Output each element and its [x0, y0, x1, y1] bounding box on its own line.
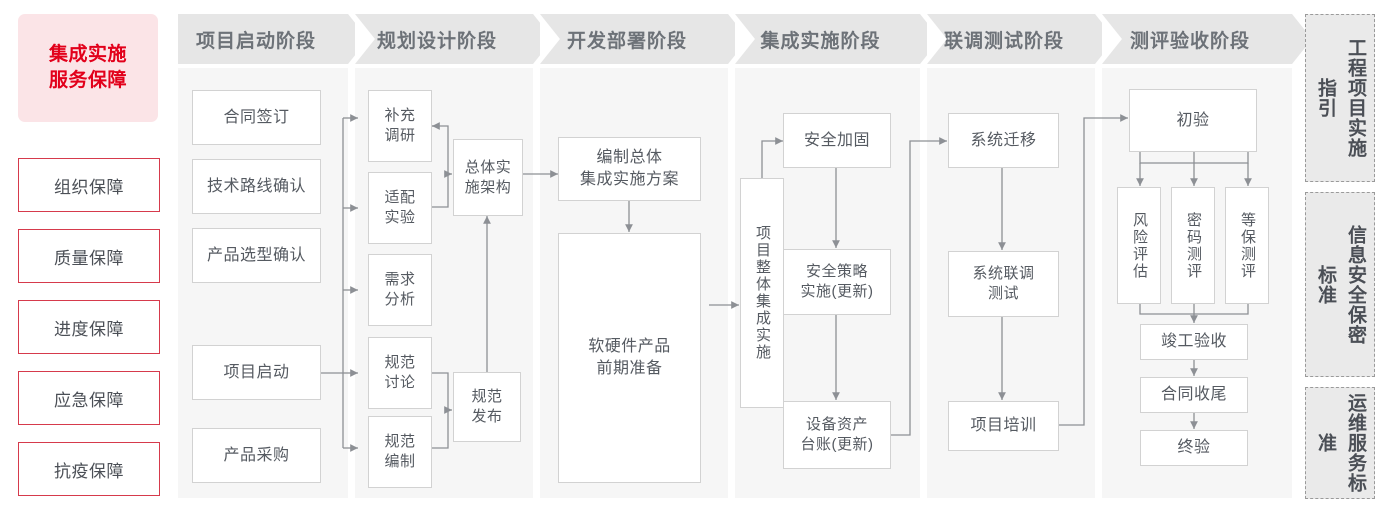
node-label: 产品选型确认 — [206, 246, 306, 264]
node-label: 分析 — [384, 291, 416, 308]
node-label: 软硬件产品 — [588, 338, 671, 355]
node-label: 设备资产 — [805, 416, 868, 433]
node-label: 适配 — [384, 189, 416, 206]
phase-header-integration[interactable]: 集成实施阶段 — [735, 14, 940, 64]
node-label: 集成实施方案 — [579, 171, 679, 188]
left-rail-item-label: 进度保障 — [54, 319, 124, 339]
phase-header-label: 联调测试阶段 — [943, 30, 1064, 52]
node-label: 安全加固 — [803, 131, 870, 149]
node-label: 调研 — [384, 127, 416, 144]
node-label: 总体实 — [464, 158, 512, 176]
left-rail-item-epidemic[interactable]: 抗疫保障 — [18, 442, 160, 496]
node-hw-sw-preparation[interactable]: 软硬件产品 前期准备 — [558, 233, 701, 483]
right-rail-item-ops[interactable]: 运维服务标准 — [1305, 387, 1375, 499]
left-rail-item-organization[interactable]: 组织保障 — [18, 158, 160, 212]
node-label: 竣工验收 — [1160, 333, 1227, 350]
node-adaptation-test[interactable]: 适配 实验 — [368, 172, 432, 244]
left-rail-item-label: 抗疫保障 — [54, 461, 124, 481]
node-label: 产品采购 — [223, 446, 290, 464]
node-asset-ledger[interactable]: 设备资产 台账(更新) — [783, 401, 891, 469]
right-rail-item-label: 运维服务标准 — [1315, 393, 1366, 493]
left-rail-title-line-1: 集成实施 — [48, 44, 127, 65]
node-label: 合同收尾 — [1160, 386, 1227, 403]
node-supplementary-survey[interactable]: 补充 调研 — [368, 90, 432, 162]
phase-header-label: 开发部署阶段 — [566, 30, 687, 52]
node-label: 前期准备 — [596, 360, 663, 377]
left-rail-title-line-2: 服务保障 — [48, 70, 127, 91]
node-label: 等保测评 — [1239, 211, 1256, 280]
node-label: 讨论 — [384, 374, 416, 391]
left-rail-item-schedule[interactable]: 进度保障 — [18, 300, 160, 354]
node-label: 实施(更新) — [800, 283, 874, 300]
node-label: 合同签订 — [223, 108, 290, 126]
node-label: 技术路线确认 — [206, 177, 306, 195]
node-overall-integration[interactable]: 项目整体集成实施 — [740, 178, 784, 408]
node-label: 项目整体集成实施 — [754, 225, 771, 361]
node-label: 密码测评 — [1185, 211, 1202, 280]
phase-header-label: 项目启动阶段 — [195, 30, 316, 52]
node-crypto-evaluation[interactable]: 密码测评 — [1171, 187, 1215, 304]
node-label: 补充 — [384, 107, 416, 124]
phase-header-label: 规划设计阶段 — [376, 30, 497, 52]
right-rail-item-guide[interactable]: 工程项目实施指引 — [1305, 14, 1375, 182]
node-label: 编制 — [384, 453, 416, 470]
phase-header-jointtest[interactable]: 联调测试阶段 — [927, 14, 1115, 64]
node-label: 系统迁移 — [970, 131, 1037, 149]
node-overall-architecture[interactable]: 总体实 施架构 — [453, 139, 523, 216]
phase-header-development[interactable]: 开发部署阶段 — [540, 14, 748, 64]
left-rail-item-label: 组织保障 — [54, 177, 124, 197]
phase-header-initiation[interactable]: 项目启动阶段 — [178, 14, 368, 64]
left-rail-title: 集成实施 服务保障 — [18, 14, 158, 122]
phase-header-acceptance[interactable]: 测评验收阶段 — [1102, 14, 1312, 64]
node-label: 编制总体 — [596, 149, 663, 166]
node-label: 实验 — [384, 209, 416, 226]
node-spec-discussion[interactable]: 规范 讨论 — [368, 337, 432, 409]
left-rail-item-quality[interactable]: 质量保障 — [18, 229, 160, 283]
node-preliminary-acceptance[interactable]: 初验 — [1129, 89, 1257, 152]
node-integration-plan[interactable]: 编制总体 集成实施方案 — [558, 137, 701, 201]
right-rail-item-security[interactable]: 信息安全保密标准 — [1305, 192, 1375, 377]
node-contract-closeout[interactable]: 合同收尾 — [1140, 377, 1248, 413]
node-product-selection[interactable]: 产品选型确认 — [192, 228, 321, 283]
node-final-acceptance[interactable]: 终验 — [1140, 430, 1248, 466]
phase-header-label: 测评验收阶段 — [1129, 30, 1250, 52]
node-techroute[interactable]: 技术路线确认 — [192, 159, 321, 214]
node-grading-evaluation[interactable]: 等保测评 — [1225, 187, 1269, 304]
node-spec-publish[interactable]: 规范 发布 — [453, 372, 521, 442]
node-label: 终验 — [1177, 439, 1211, 456]
node-security-policy[interactable]: 安全策略 实施(更新) — [783, 249, 891, 315]
node-label: 施架构 — [464, 178, 512, 196]
phase-header-label: 集成实施阶段 — [760, 30, 881, 52]
node-spec-writing[interactable]: 规范 编制 — [368, 416, 432, 488]
right-rail-item-label: 工程项目实施指引 — [1315, 38, 1366, 158]
phase-header-planning[interactable]: 规划设计阶段 — [355, 14, 553, 64]
node-label: 规范 — [384, 354, 416, 371]
node-security-hardening[interactable]: 安全加固 — [783, 113, 891, 168]
node-label: 系统联调 — [972, 265, 1035, 282]
node-label: 初验 — [1176, 111, 1210, 129]
node-label: 项目启动 — [223, 363, 290, 381]
node-contract[interactable]: 合同签订 — [192, 90, 321, 145]
node-risk-assessment[interactable]: 风险评估 — [1117, 187, 1161, 304]
node-joint-debug-test[interactable]: 系统联调 测试 — [948, 251, 1059, 317]
node-label: 台账(更新) — [800, 436, 874, 453]
node-label: 规范 — [471, 388, 503, 405]
node-kickoff[interactable]: 项目启动 — [192, 345, 321, 400]
left-rail-item-emergency[interactable]: 应急保障 — [18, 371, 160, 425]
node-project-training[interactable]: 项目培训 — [948, 401, 1059, 451]
node-label: 规范 — [384, 433, 416, 450]
left-rail-item-label: 应急保障 — [54, 390, 124, 410]
node-label: 需求 — [384, 271, 416, 288]
node-completion-acceptance[interactable]: 竣工验收 — [1140, 324, 1248, 360]
right-rail-item-label: 信息安全保密标准 — [1315, 224, 1366, 345]
node-label: 测试 — [987, 285, 1019, 302]
left-rail-item-label: 质量保障 — [54, 248, 124, 268]
node-label: 风险评估 — [1131, 211, 1148, 280]
node-demand-analysis[interactable]: 需求 分析 — [368, 254, 432, 326]
node-label: 发布 — [471, 408, 503, 425]
node-label: 项目培训 — [970, 417, 1037, 434]
node-label: 安全策略 — [805, 263, 868, 280]
node-purchase[interactable]: 产品采购 — [192, 428, 321, 483]
node-system-migration[interactable]: 系统迁移 — [948, 113, 1059, 168]
